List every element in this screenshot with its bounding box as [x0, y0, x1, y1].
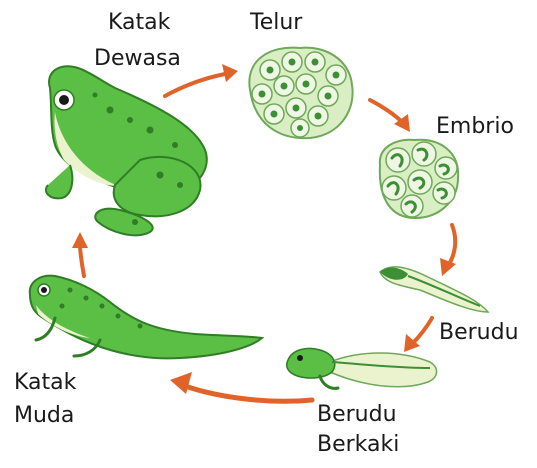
arrow-embryo-to-tadpole: [440, 225, 456, 276]
label-embryo: Embrio: [436, 114, 514, 140]
young-frog-illustration: [30, 276, 262, 359]
embryo-cluster-illustration: [380, 140, 458, 218]
label-legged-tadpole-line1: Berudu: [317, 402, 397, 428]
arrow-legged-to-young: [170, 372, 312, 401]
tadpole-illustration: [380, 267, 488, 312]
label-legged-tadpole-line2: Berkaki: [317, 432, 399, 458]
legged-tadpole-illustration: [287, 348, 437, 388]
adult-frog-illustration: [46, 66, 207, 235]
arrow-young-to-adult: [72, 232, 88, 276]
label-tadpole: Berudu: [439, 320, 519, 346]
egg-cluster-illustration: [249, 48, 352, 139]
arrow-tadpole-to-legged: [404, 318, 432, 352]
label-adult-frog-line1: Katak: [108, 10, 170, 36]
label-adult-frog-line2: Dewasa: [94, 46, 181, 72]
label-young-frog-line2: Muda: [14, 403, 74, 429]
label-egg: Telur: [250, 10, 302, 36]
arrow-egg-to-embryo: [370, 100, 410, 132]
label-young-frog-line1: Katak: [14, 370, 76, 396]
